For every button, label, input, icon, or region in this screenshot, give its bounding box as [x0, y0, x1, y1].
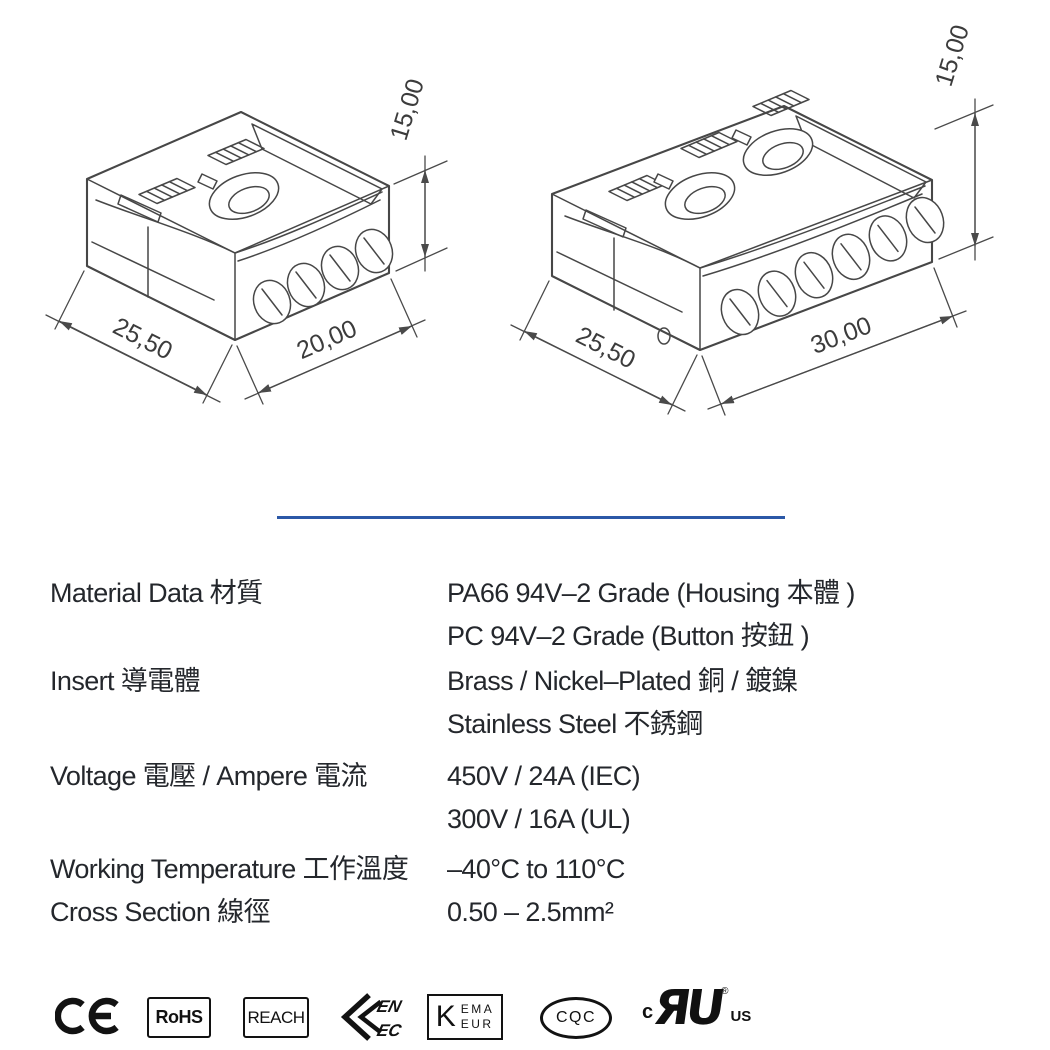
kema-bottom-label: EUR	[460, 1017, 494, 1031]
rohs-label: RoHS	[155, 1007, 204, 1027]
spec-value: 450V / 24A (IEC)	[447, 761, 641, 791]
spec-label: Material Data 材質	[50, 578, 263, 608]
spec-value: Brass / Nickel–Plated 銅 / 鍍鎳	[447, 666, 798, 696]
spec-value: –40°C to 110°C	[447, 854, 625, 884]
reach-label: REACH	[247, 1007, 305, 1027]
dimension-label: 30,00	[807, 311, 875, 360]
cqc-label: CQC	[555, 1009, 597, 1026]
right-top-details	[608, 89, 814, 221]
cqc-logo: CQC	[540, 997, 612, 1039]
spec-label: Working Temperature 工作溫度	[50, 854, 409, 884]
enec-bottom-label: EC	[375, 1020, 404, 1040]
cul-us-logo: c ЯU ® US	[642, 980, 752, 1036]
kema-keur-logo: K EMA EUR	[427, 994, 503, 1040]
left-wire-holes	[252, 228, 394, 325]
spec-label: Insert 導電體	[50, 666, 201, 696]
spec-label: Cross Section 線徑	[50, 897, 271, 927]
right-latch-detail	[582, 209, 627, 238]
reach-logo: REACH	[243, 997, 309, 1038]
dimension-label: 20,00	[293, 314, 362, 365]
dimension-label: 25,50	[108, 312, 176, 365]
dimension-label: 15,00	[385, 76, 430, 144]
right-connector-drawing: 15,00 25,50 30,00	[510, 22, 994, 416]
spec-value: Stainless Steel 不銹鋼	[447, 709, 703, 739]
section-divider	[277, 516, 785, 519]
spec-value: PC 94V–2 Grade (Button 按鈕 )	[447, 621, 810, 651]
dimension-label: 25,50	[571, 321, 639, 374]
connector-drawings: 15,00 25,50 20,00	[45, 22, 994, 416]
left-height-dimension: 15,00	[385, 76, 448, 272]
right-connector-body	[550, 104, 934, 352]
kema-top-label: EMA	[460, 1002, 495, 1016]
ce-mark-icon	[54, 993, 123, 1045]
ul-us-suffix: US	[730, 1008, 752, 1025]
ul-c-prefix: c	[642, 1001, 654, 1023]
ul-mark-icon: ЯU	[650, 980, 724, 1036]
spec-label: Voltage 電壓 / Ampere 電流	[50, 761, 368, 791]
enec-logo-icon: EN EC	[340, 991, 406, 1048]
spec-value: 0.50 – 2.5mm²	[447, 897, 614, 927]
left-connector-body	[85, 110, 391, 342]
ul-registered-symbol: ®	[721, 986, 729, 997]
left-connector-drawing: 15,00 25,50 20,00	[45, 76, 448, 405]
left-top-details	[138, 138, 280, 221]
rohs-logo: RoHS	[147, 997, 211, 1038]
kema-k-label: K	[435, 1000, 456, 1033]
left-latch-detail	[117, 194, 162, 223]
enec-top-label: EN	[375, 996, 404, 1016]
spec-value: PA66 94V–2 Grade (Housing 本體 )	[447, 578, 855, 608]
dimension-label: 15,00	[930, 22, 975, 90]
spec-value: 300V / 16A (UL)	[447, 804, 631, 834]
